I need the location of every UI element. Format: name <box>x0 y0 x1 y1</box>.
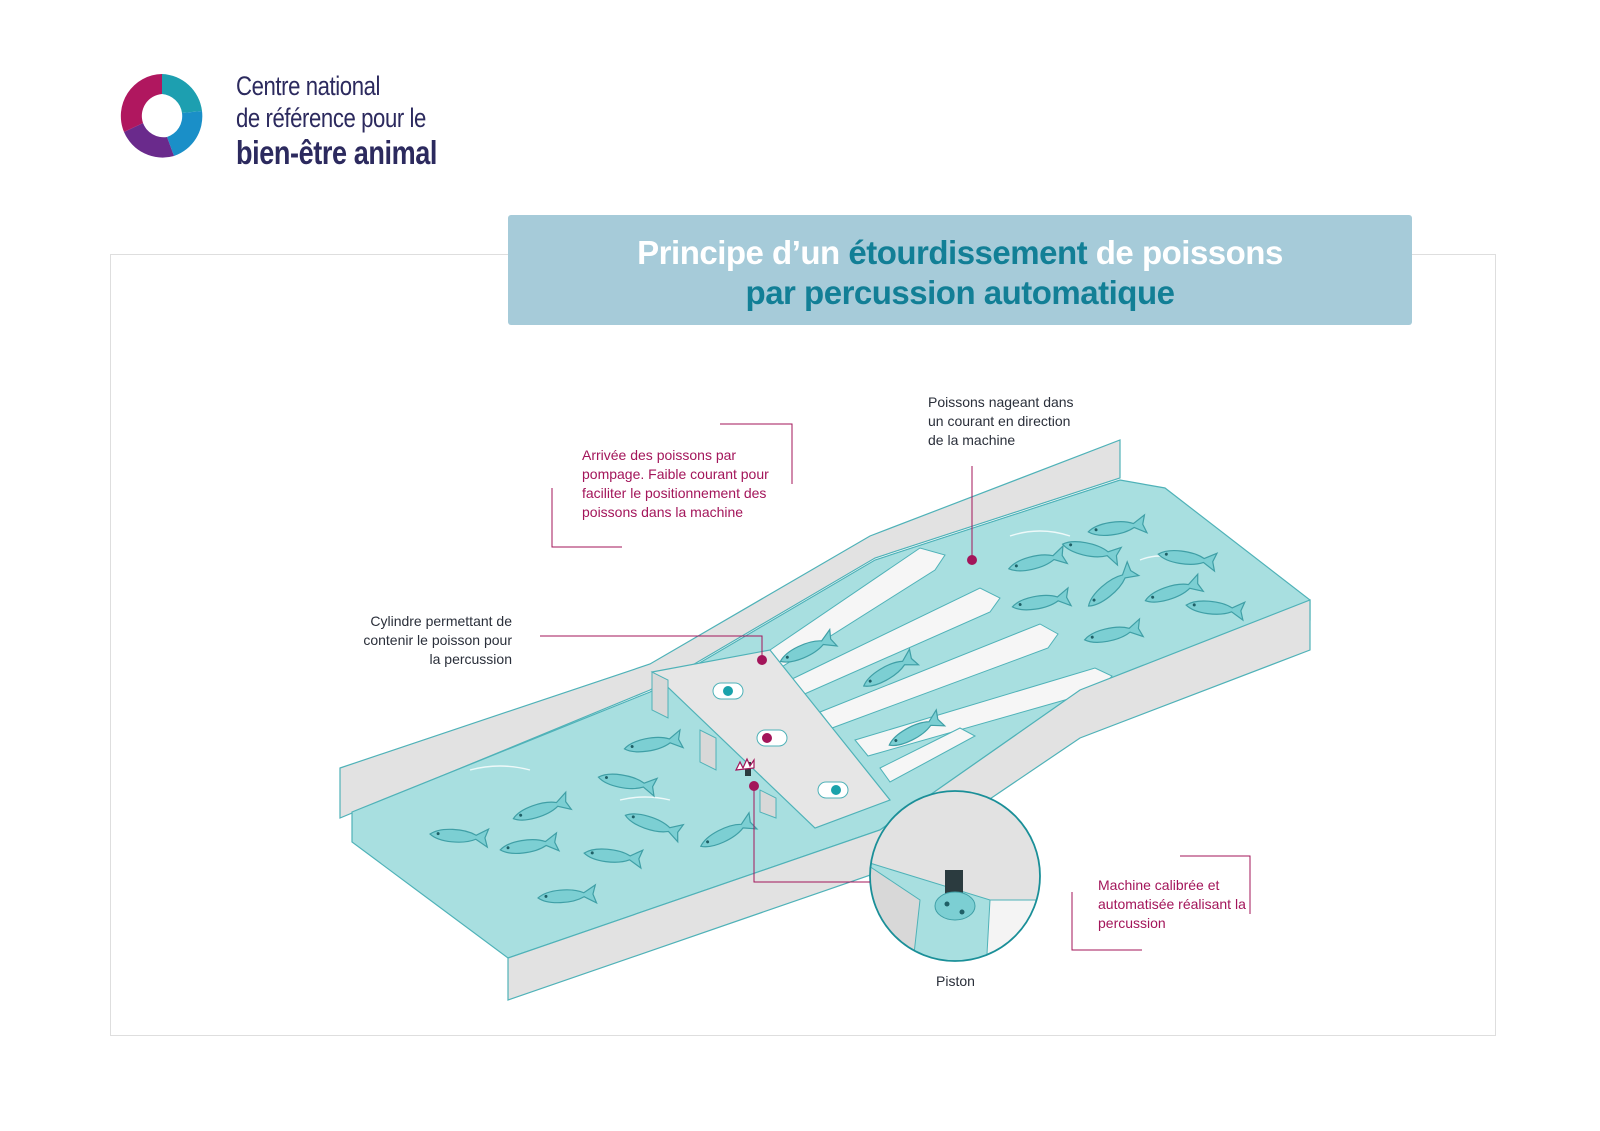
annotation-dots <box>749 555 977 791</box>
title-line-1: Principe d’un étourdissement de poissons <box>508 233 1412 273</box>
logo-line-1: Centre national <box>236 71 381 101</box>
logo-line-2: de référence pour le <box>236 103 426 133</box>
label-piston: Piston <box>936 973 975 989</box>
title-part-1: Principe d’un <box>637 234 849 271</box>
label-arrival: Arrivée des poissons par pompage. Faible… <box>582 447 769 520</box>
channel-front-wall <box>507 599 1311 1001</box>
cnr-bea-logo: Centre national de référence pour le bie… <box>112 66 532 176</box>
impact-spark-icon <box>734 757 755 771</box>
title-part-2: de poissons <box>1087 234 1284 271</box>
logo-rings-icon <box>120 74 203 158</box>
label-swimming: Poissons nageant dans un courant en dire… <box>928 394 1074 448</box>
logo-line-3: bien-être animal <box>236 134 437 171</box>
label-cylinder: Cylindre permettant de contenir le poiss… <box>363 613 512 667</box>
percussion-machine <box>650 649 891 829</box>
title-line-2: par percussion automatique <box>745 274 1175 311</box>
logo-text: Centre national de référence pour le bie… <box>236 70 481 172</box>
label-machine: Machine calibrée et automatisée réalisan… <box>1098 877 1246 931</box>
annotation-leaders <box>540 423 1251 951</box>
title-band: Principe d’un étourdissement de poissons… <box>508 215 1412 325</box>
title-highlight: étourdissement <box>848 234 1088 271</box>
